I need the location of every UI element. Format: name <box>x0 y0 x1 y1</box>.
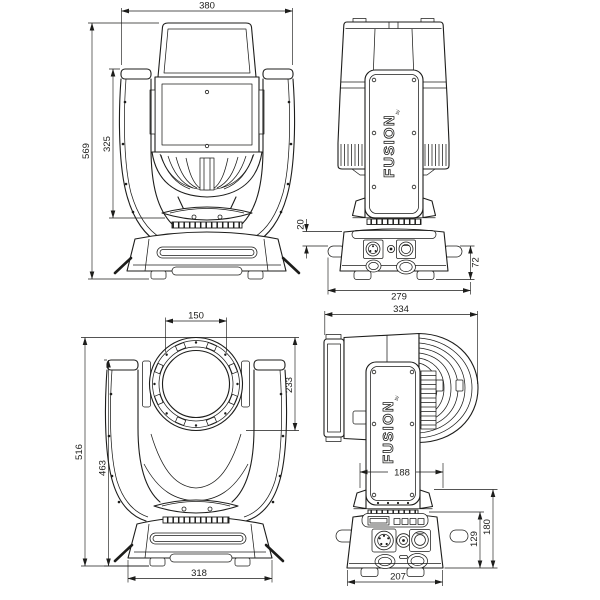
head-rear-cap <box>323 338 345 438</box>
powercon-connector <box>396 239 416 259</box>
dim-label-front-total-height: 516 <box>74 444 85 460</box>
lens-assembly <box>142 336 250 432</box>
fixture-head-rear <box>149 22 265 213</box>
dimension-rear-total-height: 569 <box>81 22 159 280</box>
dim-label-rear-yoke-height: 325 <box>102 136 113 152</box>
dimension-front-lens-diameter: 150 <box>165 310 227 352</box>
side-view: FUSION by <box>296 18 482 303</box>
dim-label-handle-offset: 20 <box>296 219 307 230</box>
dimension-tilted-base-height: 129 <box>429 511 484 569</box>
menu-button <box>417 518 425 525</box>
dimension-tilted-base-depth: 207 <box>347 570 443 586</box>
dim-label-front-yoke-height: 463 <box>98 460 109 476</box>
yoke-arm-front: FUSION by <box>351 69 437 225</box>
dim-label-lens-diameter: 150 <box>188 310 204 321</box>
yoke-arm-right <box>241 68 296 244</box>
omega-latch <box>113 256 133 275</box>
base-side <box>327 228 463 280</box>
focus-rack <box>420 370 437 430</box>
dimension-side-base-depth: 279 <box>327 257 471 303</box>
fusion-logo: FUSION <box>381 400 397 464</box>
dimension-tilted-yoke-to-floor: 180 <box>434 489 498 569</box>
dimension-rear-yoke-height: 325 <box>102 68 165 219</box>
foot <box>353 270 372 280</box>
logo-byline: by <box>395 109 400 115</box>
dimension-tilted-yoke-width: 188 <box>359 463 444 488</box>
dim-label-front-base-width: 318 <box>191 568 207 579</box>
display-panel <box>361 513 429 528</box>
xlr-connector <box>371 528 397 553</box>
lcd-display <box>367 516 390 526</box>
powercon-connector <box>409 529 431 552</box>
dim-label-side-base-depth: 279 <box>391 292 407 303</box>
front-view: 150 233 516 463 318 <box>74 310 299 583</box>
base-side-tilted <box>335 513 469 577</box>
foot <box>360 567 379 577</box>
base-rear <box>113 206 301 280</box>
foot <box>247 270 264 280</box>
dimension-tilted-total-depth: 334 <box>324 304 478 384</box>
menu-button <box>409 518 417 525</box>
base-handle <box>449 529 469 543</box>
foot <box>150 270 167 280</box>
dim-label-yoke-width: 188 <box>394 467 410 478</box>
front-lens <box>161 349 231 419</box>
rear-view: 380 569 325 <box>81 1 301 280</box>
connector-cover <box>374 553 428 569</box>
dimension-front-base-width: 318 <box>127 560 273 583</box>
dim-label-rear-height: 569 <box>81 143 92 159</box>
side-tilted-view: FUSION by <box>323 304 498 586</box>
omega-latch <box>281 256 301 275</box>
menu-button <box>393 518 401 525</box>
dim-label-tilted-base-height: 129 <box>469 531 480 547</box>
dim-label-head-diameter: 233 <box>284 377 295 393</box>
dimension-side-handle-offset: 20 <box>296 219 342 259</box>
foot <box>406 567 425 577</box>
xlr-connector <box>363 239 384 259</box>
connector-cover <box>365 259 416 275</box>
menu-button <box>401 518 409 525</box>
dimension-front-yoke-height: 463 <box>98 359 149 567</box>
dimension-side-base-height: 72 <box>436 245 482 280</box>
dim-label-total-depth: 334 <box>393 304 409 315</box>
dim-label-side-base-height: 72 <box>471 257 482 268</box>
base-handle-slot <box>156 246 258 259</box>
omega-latch <box>264 543 285 563</box>
yoke-arm-right <box>231 359 288 522</box>
dimension-front-head-diameter: 233 <box>81 337 299 431</box>
logo-byline: by <box>394 395 399 401</box>
yoke-arm-front: FUSION by <box>352 361 434 516</box>
pan-ring <box>162 516 230 524</box>
lens-ring-tabs <box>153 341 239 427</box>
dim-label-tilted-base-depth: 207 <box>390 571 406 582</box>
omega-latch <box>113 543 134 563</box>
dim-label-yoke-to-floor: 180 <box>482 519 493 535</box>
foot <box>149 557 166 567</box>
fusion-logo: FUSION <box>382 114 398 178</box>
yoke-arm-left <box>118 68 173 244</box>
foot <box>416 270 435 280</box>
shoulder-and-base <box>113 433 285 567</box>
pan-ring <box>366 218 422 225</box>
foot <box>234 557 251 567</box>
dim-label-rear-width: 380 <box>199 1 215 12</box>
base-handle-slot <box>149 532 247 545</box>
pan-ring <box>171 221 243 229</box>
dimension-rear-total-width: 380 <box>121 1 293 65</box>
